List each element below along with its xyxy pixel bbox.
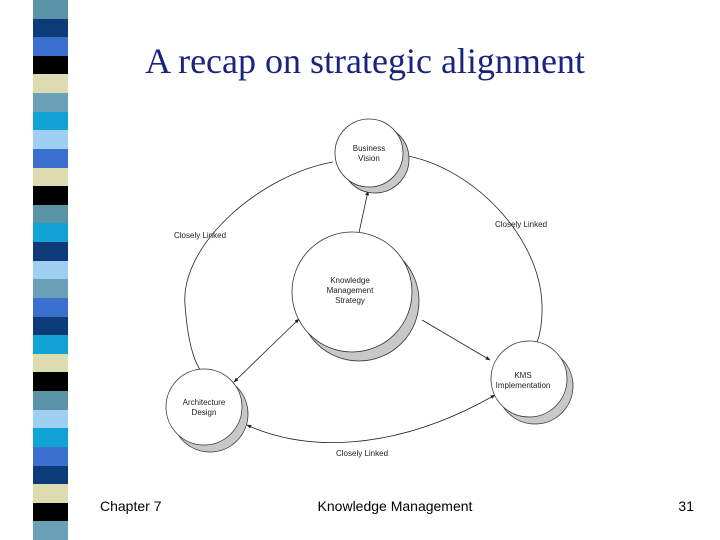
stripe-block: [33, 391, 68, 411]
stripe-block: [33, 93, 68, 113]
node-km-strategy: Knowledge Management Strategy: [291, 231, 420, 362]
stripe-block: [33, 148, 68, 169]
stripe-block: [33, 372, 68, 392]
kms-implementation-label-2: Implementation: [496, 381, 551, 390]
km-strategy-label-3: Strategy: [335, 296, 365, 305]
stripe-block: [33, 242, 68, 262]
stripe-block: [33, 111, 68, 131]
kms-implementation-label-1: KMS: [514, 371, 531, 380]
stripe-block: [33, 446, 68, 466]
stripe-block: [33, 316, 68, 336]
stripe-block: [33, 37, 68, 57]
stripe-block: [33, 484, 68, 504]
stripe-block: [33, 130, 68, 150]
stripe-block: [33, 204, 68, 224]
footer-chapter: Chapter 7: [100, 498, 162, 514]
arc-bottom: [246, 394, 496, 443]
stripe-block: [33, 279, 68, 299]
stripe-block: [33, 74, 68, 94]
business-vision-label-1: Business: [353, 144, 385, 153]
stripe-block: [33, 18, 68, 38]
stripe-block: [33, 223, 68, 243]
architecture-design-label-2: Design: [192, 408, 217, 417]
architecture-design-label-1: Architecture: [183, 398, 226, 407]
stripe-block: [33, 521, 68, 540]
footer-course-title: Knowledge Management: [317, 498, 473, 514]
arc-left: [184, 161, 334, 378]
strategic-alignment-diagram: Business Vision Knowledge Management Str…: [150, 105, 590, 465]
decorative-stripe: [0, 0, 68, 540]
stripe-block: [33, 353, 68, 373]
stripe-block: [33, 186, 68, 206]
km-strategy-label-1: Knowledge: [330, 276, 370, 285]
diagram-canvas: Business Vision Knowledge Management Str…: [165, 118, 574, 458]
km-strategy-label-2: Management: [327, 286, 374, 295]
stripe-block: [33, 297, 68, 318]
stripe-block: [33, 55, 68, 75]
arc-right: [401, 153, 543, 371]
edge-label-right: Closely Linked: [495, 220, 547, 229]
footer-page-number: 31: [678, 498, 694, 514]
link-strategy-architecture: [233, 318, 300, 383]
edge-label-left: Closely Linked: [174, 231, 226, 240]
stripe-block: [33, 409, 68, 429]
stripe-block: [33, 0, 68, 20]
stripe-block: [33, 502, 68, 522]
stripe-block: [33, 428, 68, 448]
stripe-block: [33, 335, 68, 355]
business-vision-label-2: Vision: [358, 154, 380, 163]
link-strategy-implementation: [421, 319, 491, 361]
edge-label-bottom: Closely Linked: [336, 449, 388, 458]
stripe-block: [33, 465, 68, 485]
node-business-vision: Business Vision: [334, 118, 410, 194]
stripe-block: [33, 260, 68, 280]
node-kms-implementation: KMS Implementation: [490, 340, 574, 425]
node-architecture-design: Architecture Design: [165, 368, 249, 453]
stripe-block: [33, 167, 68, 187]
slide-title: A recap on strategic alignment: [145, 41, 585, 81]
